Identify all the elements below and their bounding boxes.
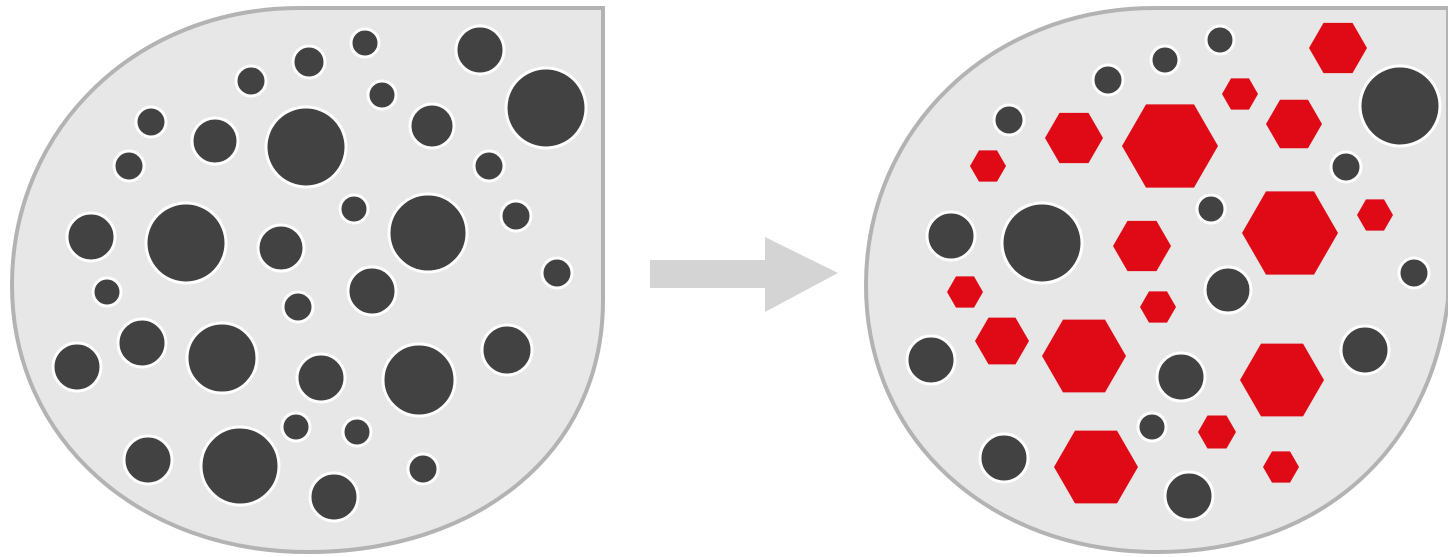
arrow-shape (650, 237, 838, 312)
particle-circle (338, 193, 370, 225)
particle-hexagon (1122, 104, 1218, 188)
right-arrow-icon (650, 237, 838, 312)
particle-circle (346, 265, 398, 317)
particle-hexagon (970, 150, 1006, 182)
particle-hexagon (1045, 112, 1103, 164)
particle-circle (454, 24, 506, 76)
particle-hexagon (1309, 22, 1367, 74)
particle-circle (905, 334, 957, 386)
particle-circle (281, 290, 315, 324)
particle-hexagon (1242, 191, 1338, 275)
particle-circle (540, 256, 574, 290)
particle-circle (51, 341, 103, 393)
particle-circle (1329, 150, 1363, 184)
particle-circle (480, 323, 534, 377)
particle-circle (992, 103, 1026, 137)
particle-circle (349, 27, 381, 59)
after-container (863, 6, 1448, 555)
particle-circle (472, 149, 506, 183)
particle-circle (1195, 193, 1227, 225)
particle-circle (1091, 63, 1125, 97)
before-panel (9, 6, 605, 555)
particle-circle (144, 201, 228, 285)
particle-circle (264, 105, 348, 189)
particle-circle (122, 434, 174, 486)
particle-circle (308, 471, 360, 523)
particle-hexagon (1140, 291, 1176, 323)
particle-circle (1163, 470, 1215, 522)
particle-circle (504, 66, 588, 150)
particle-circle (112, 149, 146, 183)
particle-hexagon (1222, 78, 1258, 110)
particle-circle (1339, 324, 1391, 376)
particle-circle (387, 192, 469, 274)
particle-hexagon (1113, 220, 1171, 272)
particle-circle (190, 116, 240, 166)
particle-circle (1203, 265, 1253, 315)
particle-circle (91, 276, 123, 308)
particle-circle (1136, 411, 1168, 443)
particle-circle (925, 210, 977, 262)
particle-circle (234, 64, 268, 98)
particle-circle (295, 352, 347, 404)
particle-circle (1204, 24, 1236, 56)
particle-hexagon (1263, 451, 1299, 483)
particle-circle (381, 342, 457, 418)
particle-circle (366, 79, 398, 111)
particle-circle (256, 223, 306, 273)
particle-circle (65, 211, 117, 263)
particle-circle (406, 452, 440, 486)
after-panel (863, 6, 1448, 555)
particle-circle (116, 317, 168, 369)
particle-circle (199, 425, 281, 507)
particle-circle (499, 199, 533, 233)
particle-hexagon (1198, 415, 1236, 449)
particle-hexagon (1240, 343, 1324, 417)
particle-hexagon (947, 276, 983, 308)
particle-hexagon (975, 317, 1029, 365)
particle-circle (341, 416, 373, 448)
particle-hexagon (1054, 430, 1138, 504)
before-particles (51, 24, 588, 523)
particle-circle (978, 432, 1030, 484)
particle-circle (1149, 44, 1181, 76)
particle-circle (280, 411, 312, 443)
particle-hexagon (1042, 319, 1126, 393)
after-particles (905, 22, 1442, 522)
particle-circle (1358, 64, 1442, 148)
particle-circle (1000, 201, 1084, 285)
particle-circle (1397, 256, 1431, 290)
before-container (9, 6, 605, 555)
particle-circle (408, 102, 456, 150)
particle-circle (134, 105, 168, 139)
particle-circle (291, 44, 327, 80)
particle-hexagon (1266, 99, 1322, 149)
particle-hexagon (1357, 199, 1393, 231)
particle-circle (185, 321, 259, 395)
particle-circle (1155, 351, 1207, 403)
